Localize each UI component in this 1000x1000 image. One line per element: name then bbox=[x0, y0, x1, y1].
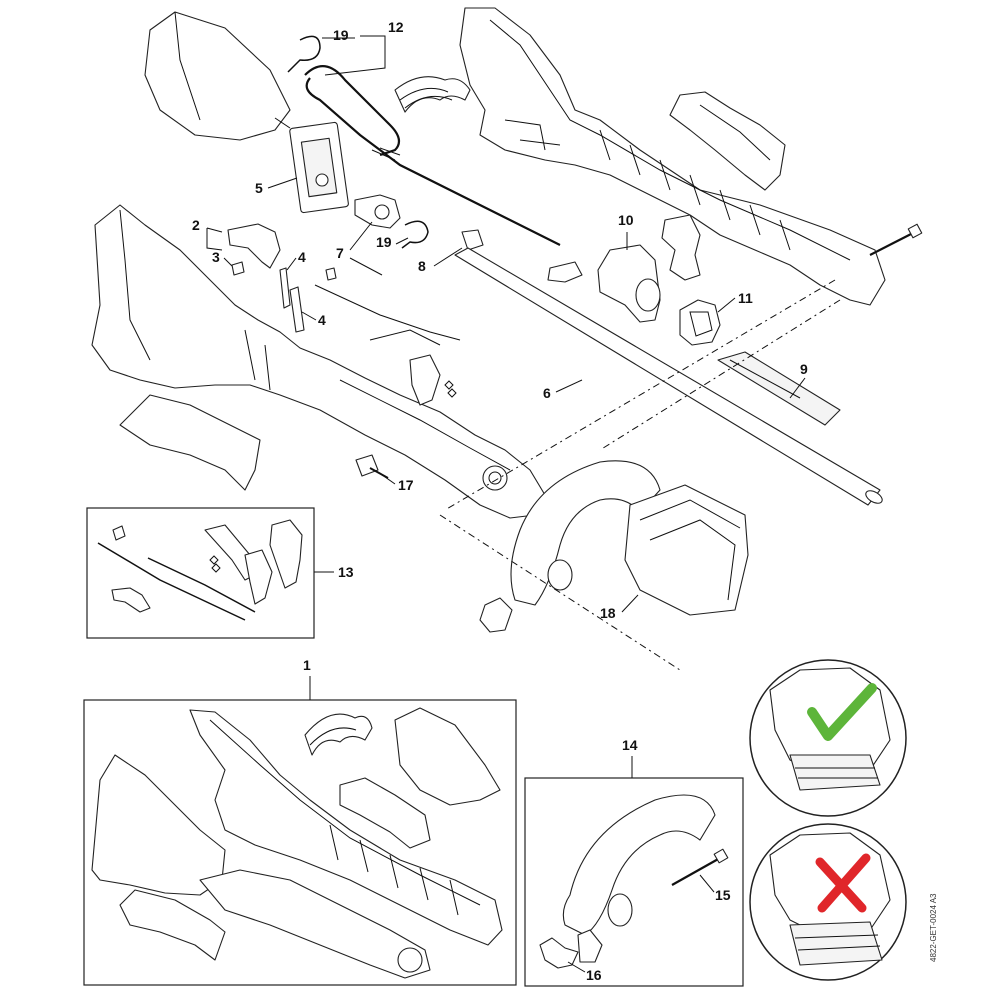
throttle-lever bbox=[409, 354, 441, 406]
box1-housing bbox=[91, 754, 226, 896]
correct-install-view bbox=[749, 659, 907, 817]
callout-8: 8 bbox=[418, 247, 463, 274]
svg-text:6: 6 bbox=[543, 385, 551, 401]
cable-tie-19-top bbox=[287, 35, 321, 73]
box-14 bbox=[524, 777, 744, 987]
box1-foam bbox=[304, 713, 373, 756]
cross-icon bbox=[815, 853, 871, 913]
housing-lower bbox=[91, 204, 546, 519]
box14-handle bbox=[562, 794, 716, 936]
callout-19-lower: 19 bbox=[376, 234, 409, 250]
box1-grip bbox=[119, 889, 226, 961]
svg-text:11: 11 bbox=[738, 290, 753, 306]
callout-4b: 4 bbox=[301, 311, 326, 328]
svg-text:7: 7 bbox=[336, 245, 344, 261]
svg-text:5: 5 bbox=[255, 180, 263, 196]
box-13 bbox=[86, 507, 315, 639]
callout-4a: 4 bbox=[286, 249, 306, 271]
svg-text:16: 16 bbox=[586, 967, 602, 983]
callout-1: 1 bbox=[303, 657, 311, 700]
callout-17: 17 bbox=[377, 471, 414, 493]
check-icon bbox=[807, 683, 877, 741]
svg-text:4: 4 bbox=[298, 249, 306, 265]
svg-text:4: 4 bbox=[318, 312, 326, 328]
wrong-install-view bbox=[749, 823, 907, 981]
sleeve-cover bbox=[669, 91, 786, 191]
drawing-code: 4822-GET-0024 A3 bbox=[929, 893, 938, 962]
callout-9: 9 bbox=[789, 361, 808, 399]
callout-16: 16 bbox=[567, 961, 602, 983]
callout-6: 6 bbox=[543, 379, 583, 401]
svg-text:1: 1 bbox=[303, 657, 311, 673]
latch-3 bbox=[231, 261, 245, 276]
callout-2: 2 bbox=[192, 217, 223, 251]
callout-14: 14 bbox=[622, 737, 638, 778]
housing-cover-top bbox=[144, 11, 291, 141]
spring-4a bbox=[279, 267, 291, 309]
box14-screw-15 bbox=[671, 857, 721, 886]
svg-text:2: 2 bbox=[192, 217, 200, 233]
svg-text:10: 10 bbox=[618, 212, 634, 228]
box1-tube-handle bbox=[199, 869, 431, 979]
svg-text:17: 17 bbox=[398, 477, 414, 493]
svg-text:19: 19 bbox=[376, 234, 392, 250]
box14-knob-16 bbox=[539, 937, 579, 969]
callout-18: 18 bbox=[600, 594, 639, 621]
callout-10: 10 bbox=[618, 212, 634, 250]
svg-text:8: 8 bbox=[418, 258, 426, 274]
cable-12 bbox=[304, 65, 561, 246]
svg-text:12: 12 bbox=[388, 19, 404, 35]
handle-loop bbox=[510, 460, 661, 606]
svg-text:18: 18 bbox=[600, 605, 616, 621]
guard-18 bbox=[624, 484, 749, 616]
callout-5: 5 bbox=[255, 177, 298, 196]
svg-text:15: 15 bbox=[715, 887, 731, 903]
box1-frame bbox=[189, 709, 503, 946]
grip-lower bbox=[119, 394, 261, 491]
callout-13: 13 bbox=[314, 564, 354, 580]
callout-3: 3 bbox=[212, 249, 233, 267]
box-1 bbox=[83, 699, 517, 986]
latch-2 bbox=[227, 223, 281, 269]
box1-cover bbox=[394, 707, 501, 806]
callout-12: 12 bbox=[324, 19, 404, 76]
callout-7: 7 bbox=[336, 221, 383, 276]
throttle-cable bbox=[314, 284, 461, 341]
callout-11: 11 bbox=[717, 290, 753, 313]
svg-text:9: 9 bbox=[800, 361, 808, 377]
drive-tube-6 bbox=[454, 247, 881, 506]
callout-15: 15 bbox=[699, 874, 731, 903]
svg-text:19: 19 bbox=[333, 27, 349, 43]
callout-19-top: 19 bbox=[322, 27, 355, 43]
spring-4b bbox=[289, 286, 305, 333]
ring-11 bbox=[679, 299, 721, 346]
grommet-8 bbox=[461, 229, 484, 251]
box1-sleeve bbox=[339, 777, 431, 849]
svg-text:13: 13 bbox=[338, 564, 354, 580]
screw-17 bbox=[355, 454, 379, 477]
cable-tie-19-lower bbox=[401, 220, 429, 249]
svg-text:3: 3 bbox=[212, 249, 220, 265]
svg-text:14: 14 bbox=[622, 737, 638, 753]
mount-clip bbox=[661, 214, 701, 281]
torsion-spring bbox=[444, 380, 457, 398]
screw-frame bbox=[869, 231, 916, 256]
frame-main-upper bbox=[459, 7, 886, 306]
